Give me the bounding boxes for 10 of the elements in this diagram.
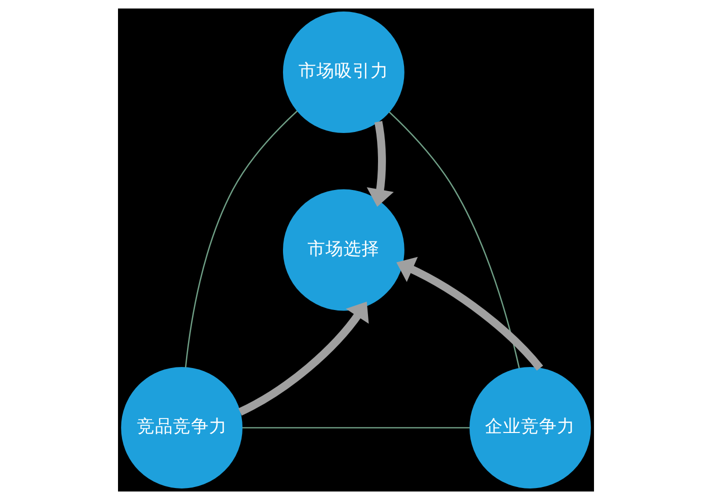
arrow: [366, 121, 394, 207]
arrow: [238, 302, 368, 416]
connector: [184, 110, 298, 368]
connector: [242, 427, 470, 428]
node-circle: 市场选择: [282, 189, 404, 311]
node-circle: 企业竞争力: [469, 367, 590, 488]
node-circle: 竞品竞争力: [120, 367, 242, 488]
arrow: [396, 256, 543, 371]
node-circle: 市场吸引力: [282, 12, 404, 133]
connector: [388, 111, 520, 368]
